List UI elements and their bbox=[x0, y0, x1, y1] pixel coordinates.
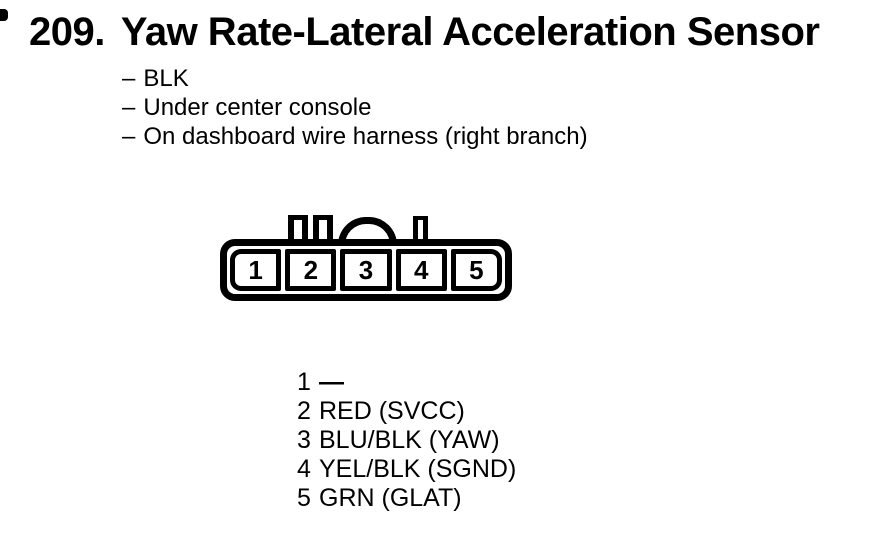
scan-artifact bbox=[0, 9, 8, 21]
keying-tab-icon bbox=[288, 215, 308, 245]
note-item: – Under center console bbox=[122, 93, 588, 122]
pin-wire-label: — bbox=[319, 368, 344, 396]
pin-number: 4 bbox=[297, 455, 311, 483]
pinout-list: 1 — 2 RED (SVCC) 3 BLU/BLK (YAW) 4 YEL/B… bbox=[297, 368, 516, 513]
dash-bullet: – bbox=[122, 94, 136, 121]
pin-number: 3 bbox=[297, 426, 311, 454]
connector-pin-5: 5 bbox=[450, 249, 503, 291]
detail-notes: – BLK – Under center console – On dashbo… bbox=[122, 64, 588, 151]
pinout-row: 4 YEL/BLK (SGND) bbox=[297, 455, 516, 484]
keying-tab-icon bbox=[413, 216, 428, 245]
dash-bullet: – bbox=[122, 65, 136, 92]
note-text: On dashboard wire harness (right branch) bbox=[143, 123, 588, 150]
connector-pin-3: 3 bbox=[340, 249, 392, 291]
section-title: Yaw Rate-Lateral Acceleration Sensor bbox=[120, 10, 820, 54]
dash-bullet: – bbox=[122, 123, 136, 150]
pin-wire-label: YEL/BLK (SGND) bbox=[319, 455, 517, 483]
connector-diagram: 1 2 3 4 5 bbox=[220, 214, 512, 304]
pinout-row: 1 — bbox=[297, 368, 516, 397]
pinout-row: 3 BLU/BLK (YAW) bbox=[297, 426, 516, 455]
connector-pin-1: 1 bbox=[230, 249, 282, 291]
pinout-row: 2 RED (SVCC) bbox=[297, 397, 516, 426]
connector-pin-4: 4 bbox=[395, 249, 447, 291]
pin-wire-label: GRN (GLAT) bbox=[319, 484, 462, 512]
section-number: 209. bbox=[29, 10, 105, 54]
note-item: – BLK bbox=[122, 64, 588, 93]
pinout-row: 5 GRN (GLAT) bbox=[297, 484, 516, 513]
keying-tab-icon bbox=[313, 215, 333, 245]
connector-pin-2: 2 bbox=[285, 249, 337, 291]
pin-number: 2 bbox=[297, 397, 311, 425]
note-text: Under center console bbox=[143, 94, 372, 121]
page-title: 209. Yaw Rate-Lateral Acceleration Senso… bbox=[29, 10, 820, 54]
pin-number: 5 bbox=[297, 484, 311, 512]
pin-wire-label: BLU/BLK (YAW) bbox=[319, 426, 500, 454]
connector-shell: 1 2 3 4 5 bbox=[220, 239, 512, 301]
pin-wire-label: RED (SVCC) bbox=[319, 397, 465, 425]
note-text: BLK bbox=[143, 65, 189, 92]
note-item: – On dashboard wire harness (right branc… bbox=[122, 122, 588, 151]
pin-number: 1 bbox=[297, 368, 311, 396]
